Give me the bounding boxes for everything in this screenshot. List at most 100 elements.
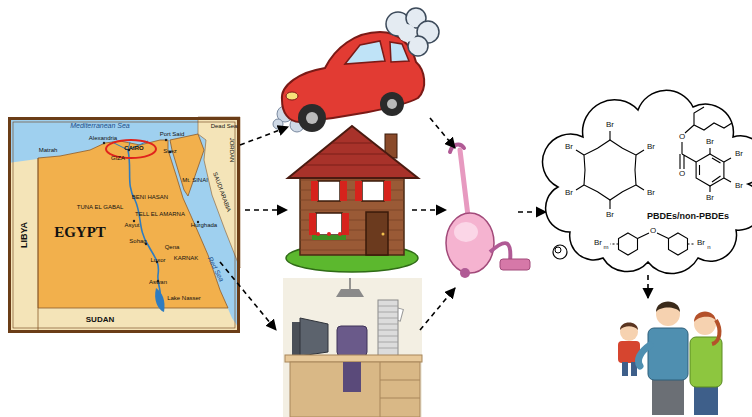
- chemical-label: Br: [647, 143, 655, 151]
- cloud-outline: [576, 131, 644, 209]
- house-illustration: [355, 181, 362, 201]
- place-label: BENI HASAN: [132, 194, 168, 200]
- chemical-label: Br: [606, 121, 614, 129]
- egypt-map: [103, 142, 105, 144]
- house-illustration: [340, 181, 347, 201]
- car-illustration: [345, 41, 385, 64]
- egypt-map: [103, 139, 199, 282]
- chemical-label: Br: [735, 182, 743, 190]
- place-label: LIBYA: [20, 222, 29, 248]
- place-label: Mediterranean Sea: [70, 122, 130, 129]
- chemical-label: Br: [647, 189, 655, 197]
- house-illustration: [384, 181, 391, 201]
- office-illustration: [378, 300, 398, 356]
- office-illustration: [283, 278, 422, 417]
- cloud-outline: [710, 148, 731, 192]
- office-illustration: [285, 355, 422, 362]
- car-illustration: [390, 42, 409, 62]
- chemical-label: Br: [706, 194, 714, 202]
- egypt-map: [8, 117, 240, 333]
- family-illustration: [694, 384, 718, 415]
- place-label: Matrah: [39, 147, 58, 153]
- egypt-map: [155, 288, 164, 312]
- house-illustration: [309, 213, 316, 235]
- car-illustration: [273, 119, 283, 129]
- car-illustration: [387, 99, 397, 109]
- house-illustration: [362, 181, 384, 201]
- office-illustration: [380, 362, 420, 417]
- cloud-outline: [685, 107, 732, 133]
- vacuum-cleaner: [500, 259, 530, 270]
- egypt-map: [165, 139, 167, 141]
- subscript-label: n: [707, 244, 710, 250]
- family-illustration: [656, 302, 680, 326]
- flow-arrow: [412, 209, 446, 211]
- office-illustration: [336, 289, 364, 297]
- chemical-label: Br: [565, 143, 573, 151]
- family-illustration: [638, 345, 650, 366]
- house-illustration: [382, 233, 385, 236]
- flow-arrow: [430, 118, 455, 148]
- family-illustration: [652, 376, 684, 415]
- egypt-map: [133, 220, 135, 222]
- car-illustration: [398, 24, 416, 42]
- egypt-map: [13, 122, 235, 328]
- cloud-outline: [548, 92, 752, 267]
- house-illustration: [338, 232, 342, 236]
- chemical-label: Br: [606, 211, 614, 219]
- flow-arrow: [220, 262, 276, 330]
- family-illustration: [620, 323, 638, 341]
- place-label: Lake Nasser: [167, 295, 201, 301]
- office-illustration: [292, 322, 300, 356]
- car-illustration: [306, 112, 318, 124]
- egypt-map: [170, 134, 204, 196]
- car-illustration: [380, 92, 404, 116]
- office-illustration: [337, 326, 367, 356]
- house-illustration: [342, 213, 349, 235]
- vacuum-cleaner: [460, 268, 470, 278]
- house-illustration: [316, 213, 342, 235]
- car-illustration: [298, 104, 326, 132]
- place-label: TUNA EL GABAL: [77, 204, 123, 210]
- cloud-outline: [696, 154, 724, 186]
- family-illustration: [694, 312, 716, 323]
- family-illustration: [712, 320, 719, 344]
- family-illustration: [622, 362, 628, 376]
- subscript-label: m: [604, 244, 609, 250]
- cloud-outline: [553, 245, 567, 259]
- vacuum-cleaner: [446, 145, 530, 278]
- cloud-outline: [543, 90, 752, 273]
- flow-arrow: [245, 209, 287, 211]
- house-illustration: [305, 143, 400, 165]
- flow-arrow: [518, 211, 546, 213]
- egypt-map: [38, 158, 39, 333]
- place-label: Asyut: [124, 222, 139, 228]
- place-label: CAIRO: [124, 145, 143, 151]
- cloud-outline: [669, 233, 688, 255]
- office-illustration: [349, 278, 351, 289]
- egypt-map: [8, 140, 240, 333]
- chemical-label: O: [650, 227, 656, 235]
- place-label: Port Said: [160, 131, 185, 137]
- flow-arrow: [240, 127, 288, 145]
- cloud-outline: [700, 158, 721, 182]
- chemical-label: Br: [735, 150, 743, 158]
- house-illustration: [286, 126, 418, 272]
- flow-arrow: [647, 275, 649, 298]
- place-label: Dead Sea: [211, 123, 238, 129]
- family-illustration: [620, 323, 638, 331]
- vacuum-cleaner: [454, 222, 478, 242]
- place-label: Aswan: [149, 279, 167, 285]
- flow-arrow: [420, 288, 455, 330]
- family-illustration: [690, 337, 722, 387]
- house-illustration: [327, 232, 331, 236]
- house-illustration: [288, 126, 418, 178]
- car-illustration: [286, 92, 298, 100]
- chemical-label: O: [679, 133, 685, 141]
- egypt-map: [198, 117, 240, 268]
- office-illustration: [290, 362, 420, 417]
- place-label: TELL EL AMARNA: [135, 211, 185, 217]
- house-illustration: [311, 181, 318, 201]
- car-illustration: [273, 8, 439, 132]
- cloud-outline: [610, 243, 695, 244]
